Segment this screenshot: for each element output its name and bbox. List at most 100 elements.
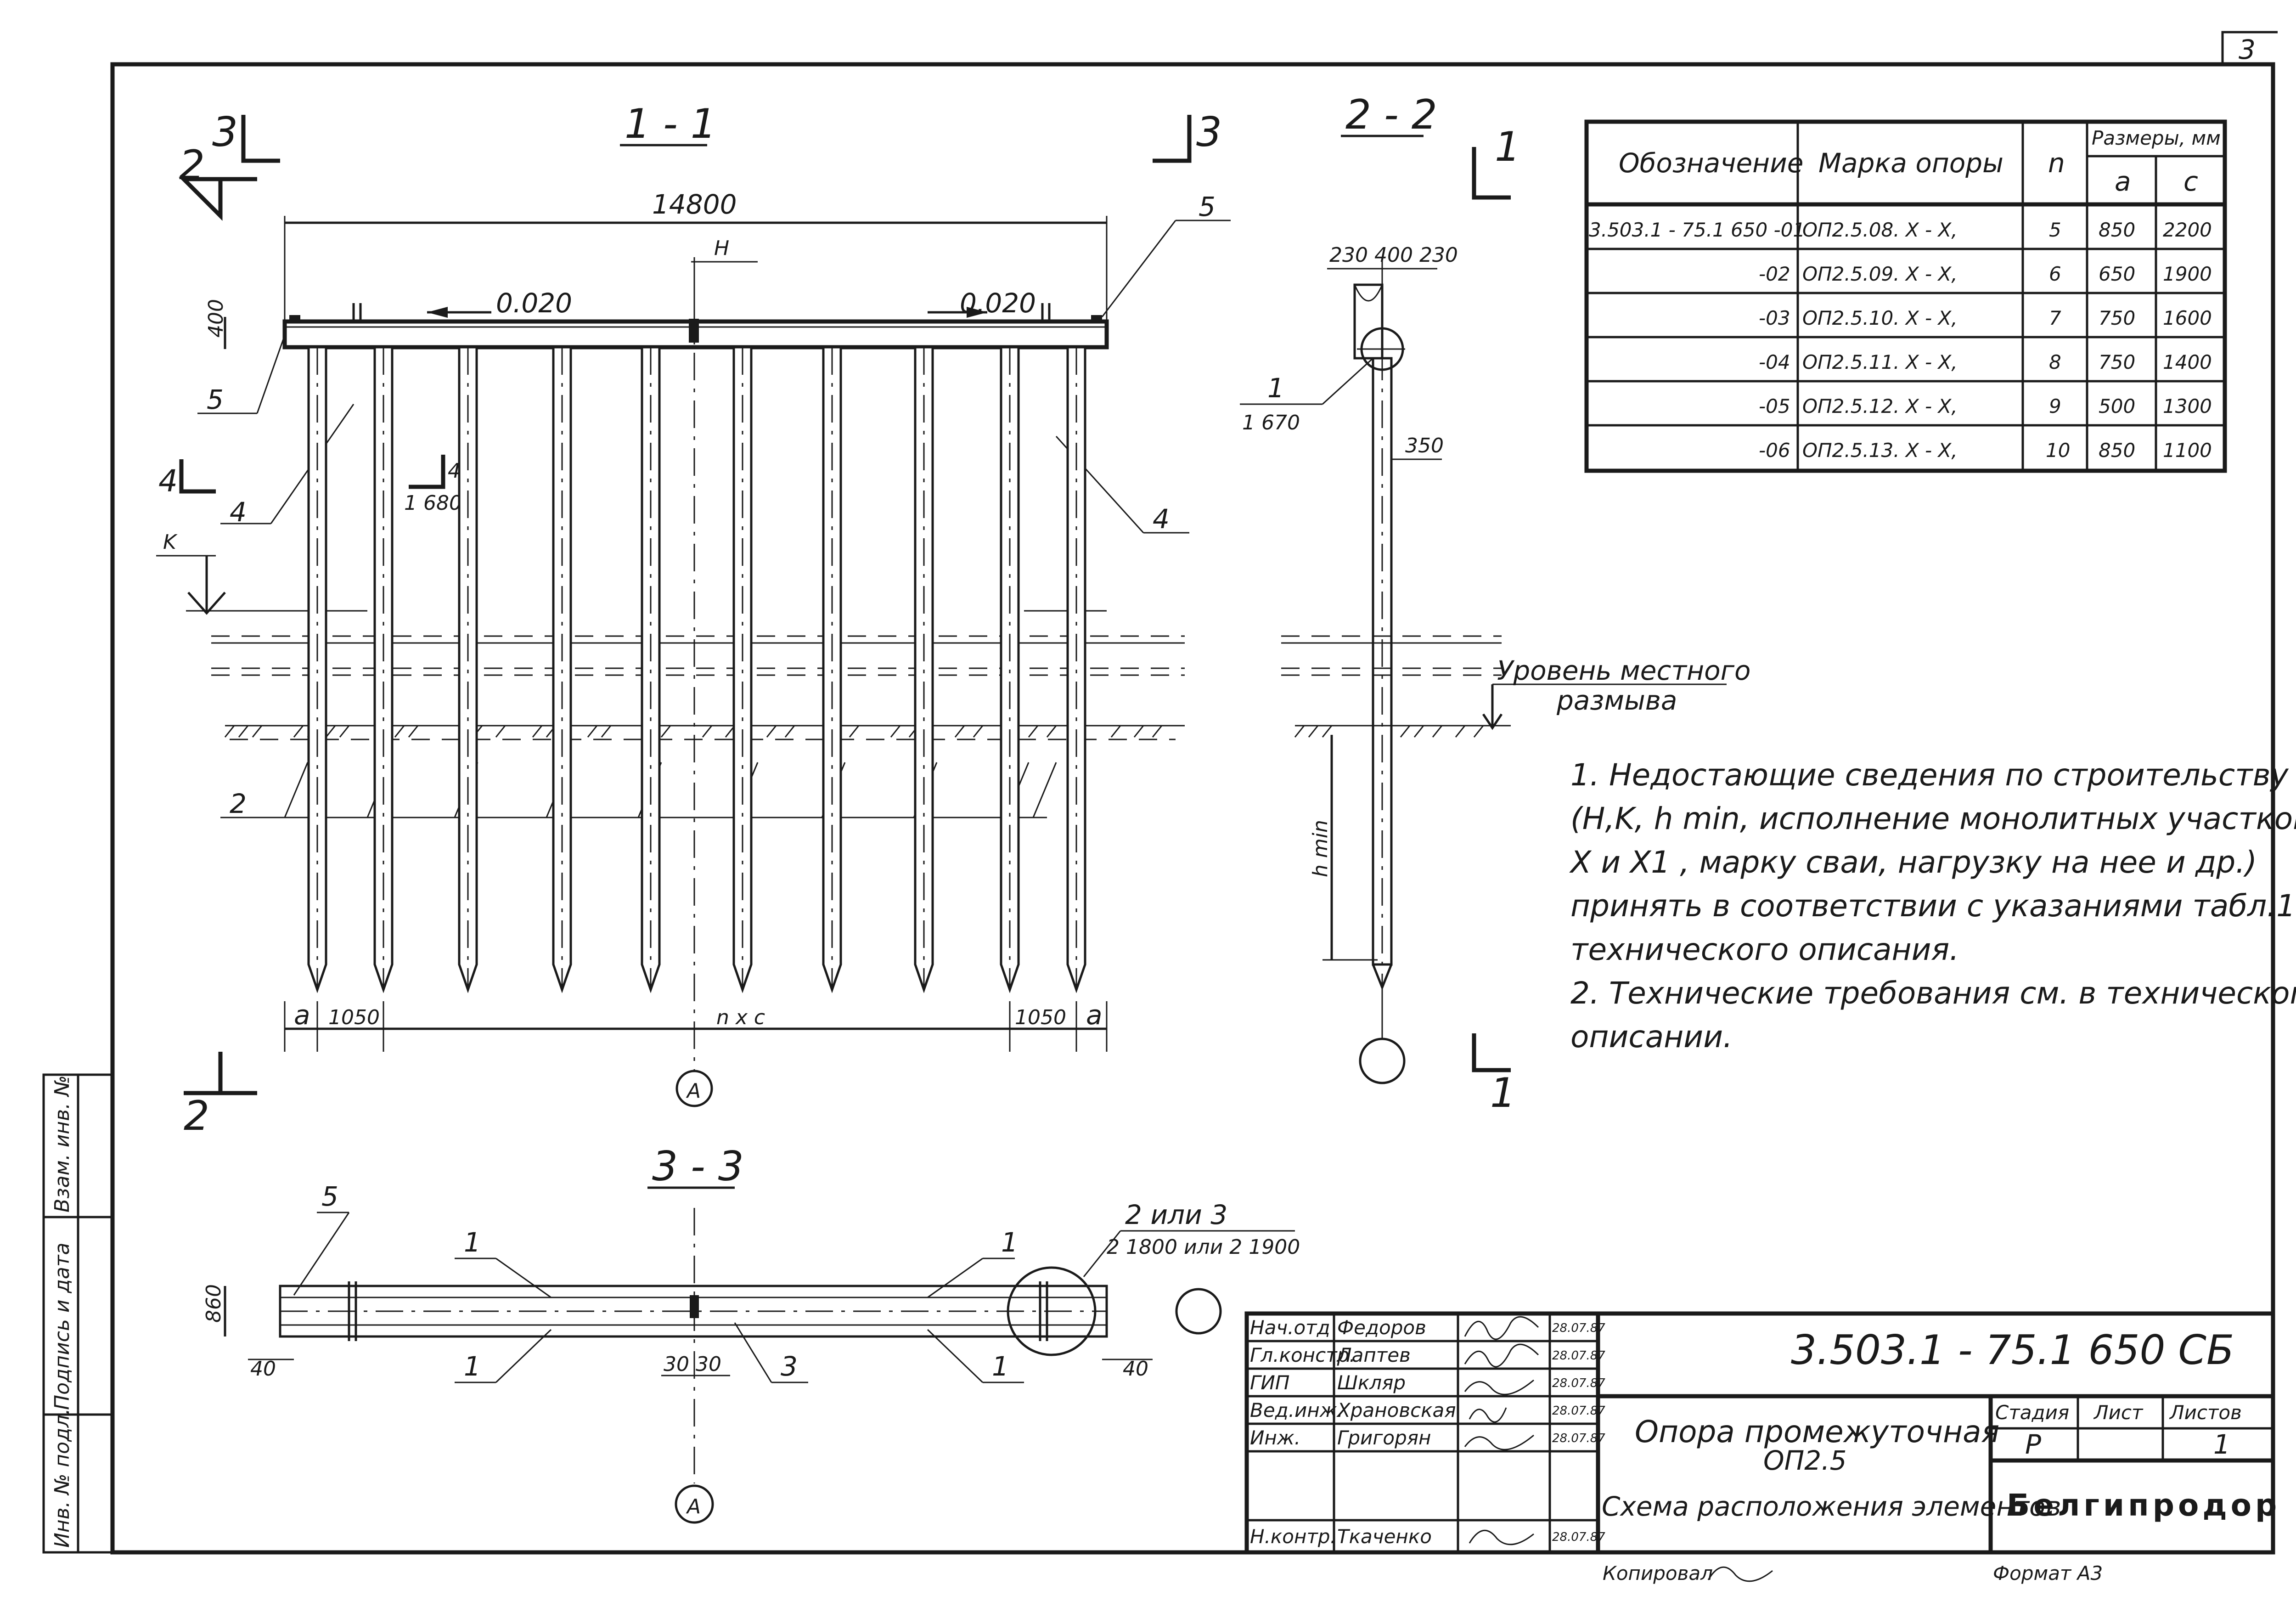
cut-4-left: 4 [158,463,178,499]
dim-1050-right: 1050 [1015,1006,1066,1029]
note-line: (H,K, h min, исполнение монолитных участ… [1570,801,2296,836]
axis-marker-side [1359,1038,1406,1084]
table-row: -04 ОП2.5.11. X - X, 8 750 1400 [1759,351,2212,373]
svg-text:ОП2.5.10. X - X,: ОП2.5.10. X - X, [1802,307,1958,329]
svg-text:Шкляр: Шкляр [1337,1371,1406,1394]
side-stamp-replaces-inv: Взам. инв. № [51,1075,74,1212]
view-3-3: 3 - 3 5 1 1 1 1 3 2 или 3 2 1800 или 2 1… [202,1143,1300,1524]
plan-dim-40-right: 40 [1123,1357,1148,1381]
title-block-person-row: Нач.отд Федоров 28.07.87 [1250,1316,1605,1339]
view-1-1-title: 1 - 1 [625,100,716,147]
callout-4-right: 4 [1153,503,1170,535]
svg-text:2200: 2200 [2163,219,2212,241]
svg-text:850: 850 [2099,219,2135,241]
dim-overall-length: 14800 [652,189,737,220]
svg-text:ОП2.5.09. X - X,: ОП2.5.09. X - X, [1802,263,1958,285]
note-line: технического описания. [1570,932,1959,967]
svg-text:1100: 1100 [2163,439,2212,462]
slope-right: 0.020 [960,288,1036,319]
cut-2-bottom-left: 2 [184,1092,209,1139]
svg-text:3.503.1 - 75.1 650 -01: 3.503.1 - 75.1 650 -01 [1589,219,1805,241]
callout-5-left: 5 [207,384,224,415]
stage-value: Р [2025,1429,2041,1460]
signature [1464,1343,1539,1368]
svg-text:1400: 1400 [2163,351,2212,373]
elev-1670: 1 670 [1242,411,1300,434]
svg-text:28.07.87: 28.07.87 [1552,1321,1605,1335]
svg-text:850: 850 [2099,439,2135,462]
svg-text:5: 5 [2049,219,2061,241]
svg-text:-06: -06 [1759,439,1790,462]
plan-2-1800-or-2-1900: 2 1800 или 2 1900 [1107,1235,1300,1259]
sheets-label: Листов [2169,1401,2242,1424]
dim-a-right: a [1086,999,1103,1031]
svg-text:Н.контр.: Н.контр. [1250,1525,1336,1548]
plan-2-or-3: 2 или 3 [1125,1199,1227,1230]
pile [373,346,394,993]
pile [732,346,753,993]
pile [1066,346,1086,993]
table-row: -02 ОП2.5.09. X - X, 6 650 1900 [1759,263,2212,285]
signature [1469,1407,1507,1423]
table-header-a: a [2115,166,2131,197]
elev-1680: 1 680 [404,491,462,515]
copied-label: Копировал [1603,1562,1713,1584]
signature [1707,1566,1773,1582]
detail-circle [1007,1266,1097,1356]
callout-2-left: 2 [230,788,247,819]
svg-text:ОП2.5.12. X - X,: ОП2.5.12. X - X, [1802,395,1958,417]
note-line: 1. Недостающие сведения по строительству… [1570,757,2296,793]
callout-5-plan: 5 [321,1181,338,1212]
pile [552,346,572,993]
stage-label: Стадия [1995,1401,2069,1424]
view-2-2: 2 - 2 1 1 230 400 230 1 1 670 350 [1240,91,1751,1116]
slope-left: 0.020 [496,288,572,319]
svg-text:ОП2.5.11. X - X,: ОП2.5.11. X - X, [1802,351,1958,373]
note-line: принять в соответствии с указаниями табл… [1570,888,2296,924]
cut-3-left: 3 [212,108,238,156]
scour-level-line1: Уровень местного [1497,655,1751,686]
svg-text:1900: 1900 [2163,263,2212,285]
table-header-designation: Обозначение [1619,147,1803,179]
svg-text:ОП2.5.08. X - X,: ОП2.5.08. X - X, [1802,219,1958,241]
svg-text:Григорян: Григорян [1337,1427,1431,1449]
svg-text:28.07.87: 28.07.87 [1552,1404,1605,1418]
signature [1464,1379,1534,1395]
svg-text:ОП2.5.13. X - X,: ОП2.5.13. X - X, [1802,439,1958,462]
svg-text:6: 6 [2049,263,2061,285]
organization: Белгипродор [2007,1488,2280,1523]
plan-dim-860: 860 [202,1284,225,1323]
table-row: -05 ОП2.5.12. X - X, 9 500 1300 [1759,395,2212,417]
note-line: X и X1 , марку сваи, нагрузку на нее и д… [1569,845,2257,880]
sheet-corner-number: 3 [2239,34,2256,65]
title-block-person-row: Н.контр. Ткаченко 28.07.87 [1250,1525,1605,1548]
svg-text:-03: -03 [1759,307,1790,329]
svg-text:ГИП: ГИП [1250,1371,1289,1394]
svg-text:Инж.: Инж. [1250,1427,1300,1449]
axis-A-label-top: A [686,1079,701,1103]
sheets-value: 1 [2213,1429,2230,1460]
piles [307,346,1086,993]
svg-text:28.07.87: 28.07.87 [1552,1432,1605,1445]
signature [1464,1434,1534,1450]
svg-text:Вед.инж.: Вед.инж. [1250,1399,1343,1421]
callout-1-plan-bottom-right: 1 [992,1351,1009,1382]
table-row: -06 ОП2.5.13. X - X, 10 850 1100 [1759,439,2212,462]
svg-text:Гл.констр.: Гл.констр. [1250,1344,1356,1366]
axis-A-marker-bottom [675,1484,714,1524]
mark-K: K [163,530,178,554]
svg-text:9: 9 [2049,395,2061,417]
note-line: 2. Технические требования см. в техничес… [1570,975,2296,1011]
notes: 1. Недостающие сведения по строительству… [1569,757,2296,1054]
svg-text:28.07.87: 28.07.87 [1552,1349,1605,1363]
drawing-subtitle: Схема расположения элементов [1602,1491,2061,1522]
table-header-mark: Марка опоры [1818,147,2003,179]
table-header-n: n [2048,147,2065,179]
svg-text:750: 750 [2099,351,2135,373]
callout-1-plan-top-right: 1 [1001,1227,1018,1258]
svg-text:Храновская: Храновская [1336,1399,1456,1421]
title-block-person-row: Гл.констр. Лаптев 28.07.87 [1250,1344,1605,1366]
table-header-sizes: Размеры, мм [2092,127,2221,149]
dim-a-left: a [294,999,310,1031]
